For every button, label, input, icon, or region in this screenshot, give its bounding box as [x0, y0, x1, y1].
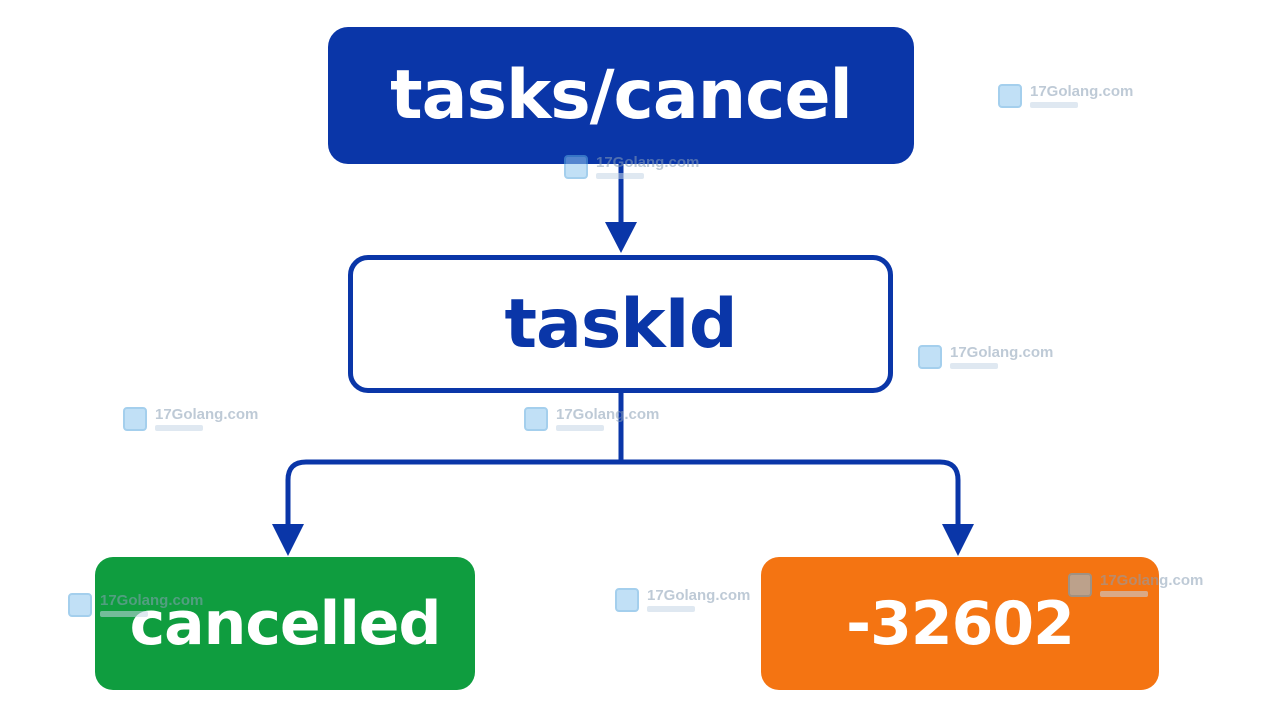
node-left-label: cancelled [129, 588, 442, 659]
watermark-text: 17Golang.com [1030, 83, 1134, 100]
arrowhead-right [942, 524, 974, 556]
node-root-label: tasks/cancel [390, 56, 853, 135]
watermark-text: 17Golang.com [596, 154, 700, 171]
watermark-text: 17Golang.com [647, 587, 751, 604]
watermark: 17Golang.com [998, 84, 1133, 108]
node-cancelled: cancelled [95, 557, 475, 690]
watermark-logo-icon [998, 84, 1022, 108]
watermark-logo-icon [615, 588, 639, 612]
arrowhead-middle [605, 222, 637, 253]
watermark: 17Golang.com [68, 593, 203, 617]
watermark-logo-icon [123, 407, 147, 431]
watermark-logo-icon [564, 155, 588, 179]
watermark-logo-icon [918, 345, 942, 369]
watermark-text: 17Golang.com [155, 406, 259, 423]
watermark: 17Golang.com [918, 345, 1053, 369]
watermark-logo-icon [1068, 573, 1092, 597]
watermark: 17Golang.com [1068, 573, 1203, 597]
watermark-text: 17Golang.com [950, 344, 1054, 361]
node-middle-label: taskId [504, 284, 737, 364]
node-task-id: taskId [348, 255, 893, 393]
watermark-logo-icon [524, 407, 548, 431]
watermark-text: 17Golang.com [556, 406, 660, 423]
watermark-text: 17Golang.com [1100, 572, 1204, 589]
watermark: 17Golang.com [524, 407, 659, 431]
connector-branch [285, 459, 961, 526]
watermark: 17Golang.com [564, 155, 699, 179]
watermark: 17Golang.com [123, 407, 258, 431]
watermark-text: 17Golang.com [100, 592, 204, 609]
node-error-code: -32602 [761, 557, 1159, 690]
node-tasks-cancel: tasks/cancel [328, 27, 914, 164]
watermark: 17Golang.com [615, 588, 750, 612]
arrowhead-left [272, 524, 304, 556]
watermark-logo-icon [68, 593, 92, 617]
node-right-label: -32602 [846, 588, 1075, 659]
